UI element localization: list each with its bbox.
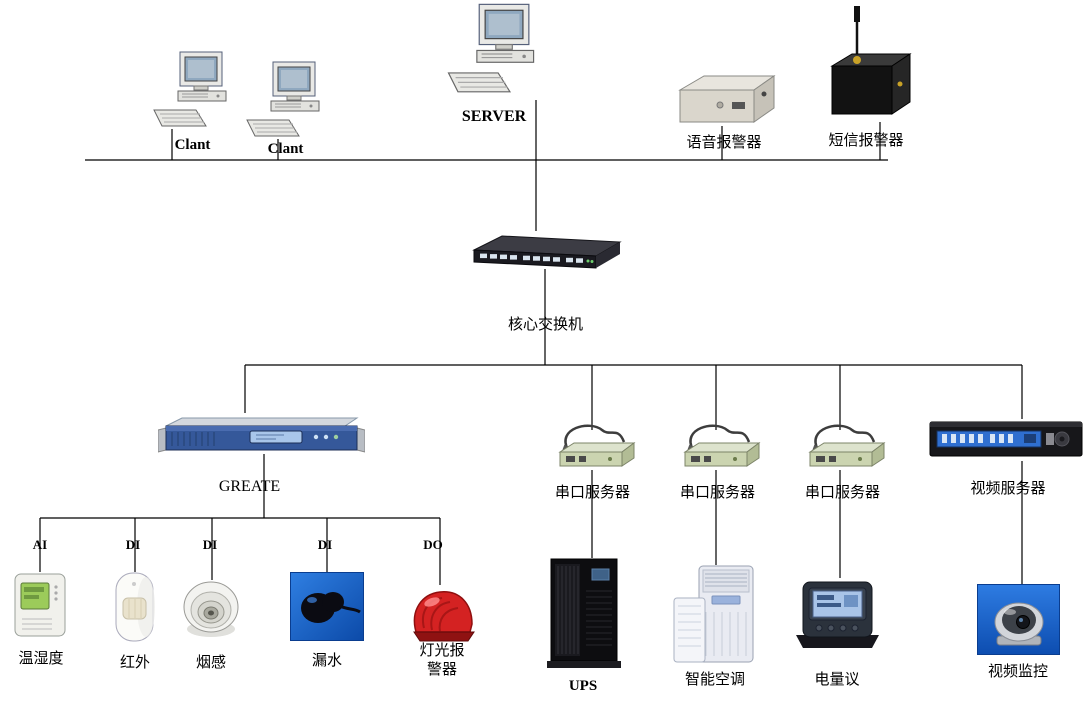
- sms-alarm-label: 短信报警器: [828, 133, 904, 149]
- video-server-label: 视频服务器: [970, 481, 1046, 497]
- desktop-computer-icon: [153, 51, 227, 127]
- ups-tower-icon: [547, 558, 621, 668]
- node-power-meter: [792, 577, 883, 650]
- node-video-camera: [977, 584, 1060, 655]
- serial-server-2-label: 串口服务器: [679, 485, 755, 501]
- port-label-di-3: DI: [317, 537, 333, 552]
- smoke-detector-icon: [183, 581, 239, 637]
- node-serial-server-2: [673, 420, 763, 472]
- rack-controller-icon: [158, 417, 365, 453]
- node-sms-alarm: [820, 4, 912, 124]
- node-temp-humidity-sensor: [12, 571, 68, 640]
- node-core-switch: [468, 228, 623, 272]
- node-voice-alarm: [670, 72, 778, 128]
- node-light-alarm: [406, 584, 479, 645]
- ups-label: UPS: [568, 678, 598, 694]
- smoke-label: 烟感: [195, 655, 226, 671]
- desktop-computer-icon: [246, 61, 320, 137]
- smart-ac-label: 智能空调: [684, 672, 745, 688]
- serial-server-3-label: 串口服务器: [804, 485, 880, 501]
- temp-humidity-label: 温湿度: [18, 651, 64, 667]
- node-serial-server-1: [548, 420, 638, 472]
- port-label-do: DO: [423, 537, 443, 552]
- video-monitor-label: 视频监控: [987, 664, 1048, 680]
- sms-alarm-antenna-icon: [830, 6, 912, 115]
- node-infrared-sensor: [108, 571, 161, 644]
- serial-server-icon: [683, 424, 761, 467]
- dome-camera-icon: [977, 584, 1060, 655]
- power-meter-icon: [796, 581, 879, 648]
- port-label-di-2: DI: [202, 537, 218, 552]
- client-1-label: Clant: [174, 137, 211, 153]
- infrared-label: 红外: [119, 655, 150, 671]
- node-video-server: [928, 416, 1084, 462]
- node-water-leak-sensor: [290, 572, 364, 641]
- serial-server-icon: [808, 424, 886, 467]
- network-switch-icon: [472, 235, 622, 269]
- video-server-icon: [929, 421, 1083, 457]
- node-greate-controller: [158, 410, 365, 456]
- light-alarm-label: 灯光报 警器: [419, 643, 465, 678]
- serial-server-icon: [558, 424, 636, 467]
- temp-humidity-sensor-icon: [14, 573, 66, 637]
- server-label: SERVER: [461, 108, 527, 125]
- node-server: [438, 2, 550, 106]
- core-switch-label: 核心交换机: [507, 317, 583, 333]
- server-computer-icon: [447, 3, 535, 93]
- client-2-label: Clant: [267, 141, 304, 157]
- infrared-pir-icon: [115, 572, 155, 642]
- node-client-1: [150, 50, 235, 138]
- air-conditioner-icon: [673, 565, 754, 663]
- node-client-2: [243, 60, 328, 148]
- node-serial-server-3: [798, 420, 888, 472]
- greate-label: GREATE: [218, 478, 281, 495]
- node-smart-ac: [672, 564, 758, 667]
- voice-alarm-device-icon: [678, 75, 776, 123]
- power-meter-label: 电量议: [814, 672, 860, 688]
- serial-server-1-label: 串口服务器: [554, 485, 630, 501]
- voice-alarm-label: 语音报警器: [686, 135, 762, 151]
- node-smoke-detector: [182, 579, 241, 642]
- siren-icon: [413, 591, 475, 642]
- water-leak-sensor-icon: [290, 572, 364, 641]
- port-label-di-1: DI: [125, 537, 141, 552]
- port-label-ai: AI: [32, 537, 48, 552]
- water-leak-label: 漏水: [311, 653, 342, 669]
- node-ups: [544, 557, 623, 670]
